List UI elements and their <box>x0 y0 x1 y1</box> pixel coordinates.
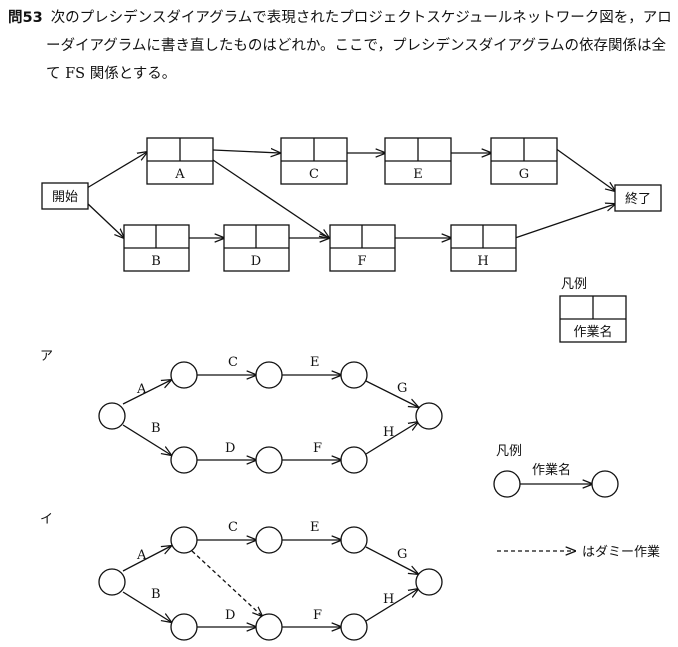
precedence-legend: 凡例 作業名 <box>559 277 627 343</box>
question-number: 問53 <box>8 10 43 26</box>
end-node: 終了 <box>614 184 662 212</box>
arrow-activity-h <box>365 589 418 622</box>
event-node <box>415 568 443 596</box>
event-node <box>340 361 368 389</box>
task-label: C <box>309 167 319 182</box>
precedence-diagram: 開始 終了 A C E G <box>41 137 662 343</box>
task-label: F <box>357 254 366 269</box>
task-label: G <box>519 167 529 182</box>
activity-label: C <box>228 520 238 535</box>
arrow-a-c <box>212 150 280 153</box>
option-i-diagram: イ A B C D E F G H <box>40 512 443 641</box>
event-node <box>255 613 283 641</box>
task-label: H <box>477 254 488 269</box>
activity-label: F <box>313 608 322 623</box>
question-text: 次のプレシデンスダイアグラムで表現されたプロジェクトスケジュールネットワーク図を… <box>46 10 672 82</box>
event-node <box>170 613 198 641</box>
arrow-legend-title: 凡例 <box>496 444 522 459</box>
arrow-activity-g <box>365 380 418 407</box>
arrow-legend-task-name: 作業名 <box>532 462 571 478</box>
event-node <box>340 446 368 474</box>
legend-node <box>493 470 521 498</box>
task-box-f: F <box>329 224 396 272</box>
arrow-g-end <box>554 147 615 191</box>
event-node <box>340 526 368 554</box>
arrow-activity-h <box>365 422 418 455</box>
option-i-label: イ <box>40 512 53 527</box>
event-node <box>98 402 126 430</box>
activity-label: A <box>136 548 147 563</box>
dummy-arrow <box>191 550 262 616</box>
task-box-g: G <box>490 137 558 185</box>
option-a-diagram: ア A B C D E F G H <box>40 349 443 474</box>
activity-label: D <box>225 608 235 623</box>
event-node <box>255 446 283 474</box>
task-label: A <box>174 167 185 182</box>
task-box-e: E <box>384 137 452 185</box>
arrow-start-b <box>86 202 124 238</box>
event-node <box>98 568 126 596</box>
start-label: 開始 <box>52 190 78 205</box>
arrow-legend: 凡例 作業名 はダミー作業 <box>493 444 660 560</box>
event-node <box>255 361 283 389</box>
activity-label: B <box>151 421 161 436</box>
task-box-d: D <box>223 224 290 272</box>
task-box-b: B <box>123 224 190 272</box>
activity-label: D <box>225 441 235 456</box>
end-label: 終了 <box>625 191 651 207</box>
event-node <box>255 526 283 554</box>
arrow-activity-a <box>122 546 171 572</box>
activity-label: F <box>313 441 322 456</box>
task-label: B <box>151 254 161 269</box>
arrow-activity-a <box>122 380 171 405</box>
activity-label: B <box>151 587 161 602</box>
activity-label: G <box>397 381 407 396</box>
legend-node <box>591 470 619 498</box>
activity-label: G <box>397 547 407 562</box>
activity-label: C <box>228 355 238 370</box>
arrow-h-end <box>514 204 615 239</box>
task-box-c: C <box>280 137 348 185</box>
legend-task-name: 作業名 <box>573 324 612 340</box>
activity-label: H <box>383 592 394 607</box>
event-node <box>340 613 368 641</box>
legend-title: 凡例 <box>561 277 587 292</box>
activity-label: E <box>310 355 320 370</box>
option-a-label: ア <box>40 349 53 364</box>
task-label: D <box>251 254 261 269</box>
task-box-h: H <box>450 224 517 272</box>
activity-label: H <box>383 425 394 440</box>
arrow-start-a <box>86 152 147 189</box>
event-node <box>170 361 198 389</box>
arrow-activity-b <box>122 591 171 622</box>
activity-label: E <box>310 520 320 535</box>
activity-label: A <box>136 382 147 397</box>
arrow-activity-b <box>122 424 171 455</box>
arrow-a-f <box>212 159 329 238</box>
arrow-activity-g <box>365 546 418 574</box>
event-node <box>170 446 198 474</box>
task-label: E <box>413 167 423 182</box>
dummy-legend-text: はダミー作業 <box>582 544 660 560</box>
task-box-a: A <box>146 137 214 185</box>
event-node <box>415 402 443 430</box>
start-node: 開始 <box>41 182 89 210</box>
event-node <box>170 526 198 554</box>
